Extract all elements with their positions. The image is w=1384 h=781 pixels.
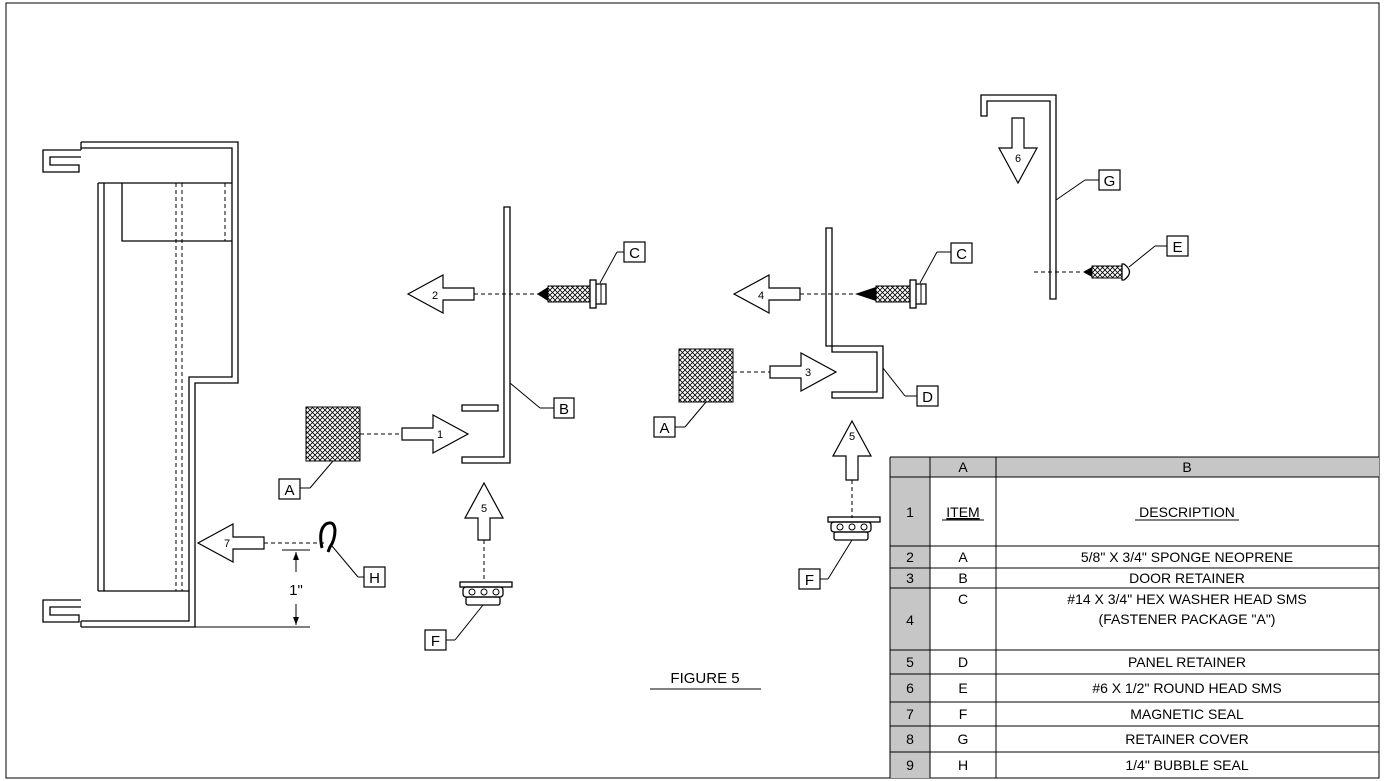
- table-row-num: 2: [906, 549, 914, 565]
- svg-text:C: C: [956, 246, 967, 263]
- callout-c-left: C: [617, 241, 646, 263]
- callout-g: G: [1085, 169, 1121, 191]
- table-cell-item: D: [958, 654, 968, 670]
- figure-title: FIGURE 5: [650, 670, 761, 690]
- svg-text:F: F: [431, 633, 440, 650]
- table-header-item: ITEM: [946, 504, 979, 520]
- callout-e: E: [1155, 235, 1189, 257]
- table-cell-item: B: [958, 570, 967, 586]
- svg-text:H: H: [369, 570, 380, 587]
- svg-text:E: E: [1172, 239, 1182, 256]
- arrow-5-left: 5: [463, 481, 505, 541]
- svg-text:3: 3: [805, 367, 811, 379]
- table-row-num: 8: [906, 731, 914, 747]
- svg-text:6: 6: [1015, 153, 1021, 165]
- door-frame-section: [42, 141, 310, 628]
- svg-text:5: 5: [849, 431, 855, 443]
- callout-f-right: F: [798, 568, 828, 590]
- table-cell-desc-line2: (FASTENER PACKAGE "A"): [1099, 611, 1276, 627]
- callout-h: H: [358, 566, 386, 588]
- dimension-label: 1": [289, 582, 303, 599]
- table-cell-item: A: [958, 549, 968, 565]
- table-cell-desc: PANEL RETAINER: [1128, 654, 1246, 670]
- round-head-screw-e: [1083, 263, 1131, 281]
- svg-text:A: A: [284, 482, 294, 499]
- table-cell-item: E: [958, 680, 967, 696]
- callout-f-left: F: [424, 629, 455, 651]
- svg-text:G: G: [1104, 173, 1116, 190]
- arrow-6: 6: [997, 117, 1039, 185]
- arrow-2: 2: [406, 273, 475, 315]
- table-row-num: 4: [906, 612, 914, 628]
- hex-washer-screw-right: [855, 279, 927, 309]
- dimension-1-inch: 1": [282, 549, 310, 625]
- arrow-3: 3: [769, 351, 838, 393]
- svg-text:5: 5: [481, 503, 487, 515]
- panel-retainer-d: [825, 227, 884, 399]
- svg-text:4: 4: [758, 290, 764, 302]
- sponge-neoprene-left: [305, 406, 361, 462]
- table-row-num: 9: [906, 757, 914, 773]
- magnetic-seal-left: [459, 581, 513, 606]
- svg-text:D: D: [922, 389, 933, 406]
- table-row-num: 5: [906, 654, 914, 670]
- svg-text:B: B: [559, 401, 569, 418]
- arrow-7: 7: [196, 522, 265, 564]
- arrow-7-label: 7: [224, 538, 230, 550]
- table-cell-desc: 1/4" BUBBLE SEAL: [1125, 757, 1248, 773]
- hex-washer-screw-left: [537, 279, 607, 309]
- magnetic-seal-right: [827, 516, 881, 541]
- callout-a-right: A: [653, 416, 685, 438]
- table-cell-item: C: [958, 591, 968, 607]
- drawing-border: [5, 2, 1380, 779]
- parts-table: A B 1 ITEM DESCRIPTION 2 A 5/8" X 3/4" S…: [889, 456, 1379, 778]
- svg-text:2: 2: [432, 290, 438, 302]
- callout-b: B: [540, 397, 575, 419]
- svg-text:C: C: [629, 245, 640, 262]
- table-row-num: 6: [906, 680, 914, 696]
- table-cell-desc: MAGNETIC SEAL: [1130, 706, 1244, 722]
- bubble-seal-h: [319, 521, 337, 553]
- table-cell-desc: #6 X 1/2" ROUND HEAD SMS: [1092, 680, 1281, 696]
- table-cell-desc: RETAINER COVER: [1125, 731, 1248, 747]
- table-header-description: DESCRIPTION: [1139, 504, 1235, 520]
- arrow-1: 1: [401, 413, 470, 455]
- table-row-num: 7: [906, 706, 914, 722]
- svg-text:1: 1: [437, 429, 443, 441]
- table-cell-item: G: [958, 731, 969, 747]
- door-retainer-b: [461, 206, 511, 464]
- svg-text:F: F: [805, 572, 814, 589]
- table-row-num: 3: [906, 570, 914, 586]
- callout-a-left: A: [278, 478, 310, 500]
- table-cell-desc: DOOR RETAINER: [1129, 570, 1245, 586]
- table-col-b: B: [1182, 459, 1191, 475]
- sponge-neoprene-right: [678, 348, 734, 403]
- table-cell-item: H: [958, 757, 968, 773]
- table-cell-item: F: [959, 706, 968, 722]
- svg-text:A: A: [659, 420, 669, 437]
- table-cell-desc: #14 X 3/4" HEX WASHER HEAD SMS: [1067, 591, 1306, 607]
- svg-text:FIGURE 5: FIGURE 5: [670, 670, 739, 687]
- callout-c-right: C: [937, 242, 973, 264]
- arrow-4: 4: [732, 273, 801, 315]
- table-row-num: 1: [906, 504, 914, 520]
- callout-d: D: [905, 385, 939, 407]
- table-cell-desc: 5/8" X 3/4" SPONGE NEOPRENE: [1081, 549, 1293, 565]
- retainer-cover-g: [980, 94, 1057, 300]
- table-col-a: A: [958, 459, 968, 475]
- arrow-5-right: 5: [831, 419, 873, 481]
